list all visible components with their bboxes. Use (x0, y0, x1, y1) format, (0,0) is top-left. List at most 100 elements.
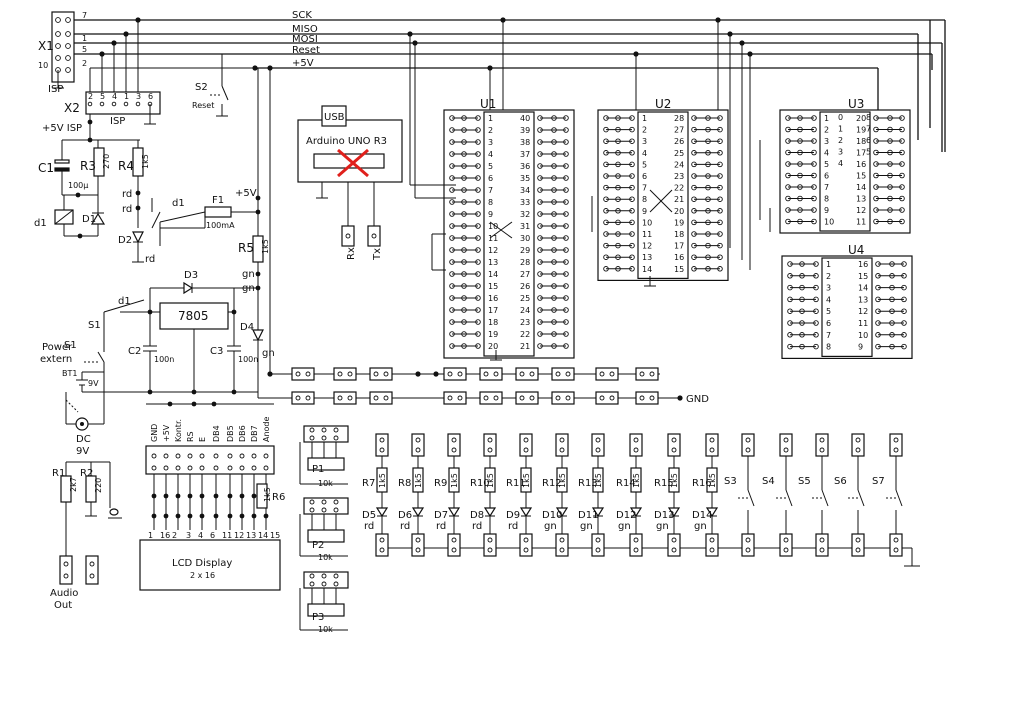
r5-value: 1k5 (261, 239, 270, 254)
lcd-pin (251, 453, 257, 459)
u4-pin-number-left: 3 (826, 284, 831, 293)
u3-pin-number-left: 3 (824, 137, 829, 146)
lcd-top-label: DB7 (250, 425, 259, 442)
gnd-header (595, 391, 619, 405)
u4-pin-number-right: 11 (858, 319, 868, 328)
bus-label-reset: Reset (292, 45, 320, 56)
u3-mid-right-number: 8 (866, 113, 871, 122)
bus-label-5v: +5V (292, 58, 314, 69)
rd-label-1: rd (122, 189, 132, 200)
u2-pin-number-left: 4 (642, 149, 647, 158)
plus5v-pin (493, 371, 499, 377)
f1-label: F1 (212, 195, 224, 206)
r6-body (256, 483, 268, 509)
gnd-pin (383, 395, 389, 401)
led-header-pin (379, 437, 385, 443)
gnd-pin (295, 395, 301, 401)
led-header (629, 433, 643, 457)
lcd-top-label: E (198, 437, 207, 442)
u2-pin-number-left: 3 (642, 137, 647, 146)
led-header-pin (451, 447, 457, 453)
u1-pin-number-left: 3 (488, 138, 493, 147)
u1-pin-number-right: 34 (520, 186, 530, 195)
led-header-pin (487, 437, 493, 443)
d3-label: D3 (184, 270, 198, 281)
gnd-header (515, 391, 539, 405)
junction (167, 401, 173, 407)
lcd-pin (263, 453, 269, 459)
resistor-label: R10 (470, 478, 490, 489)
u1-pin-number-right: 40 (520, 114, 530, 123)
lcd-bottom-pin-number: 3 (186, 531, 191, 540)
u3-mid-left-number: 4 (838, 159, 843, 168)
pot-body (307, 457, 345, 471)
led-bottom-pin (559, 537, 565, 543)
junction (151, 513, 157, 519)
u3-label: U3 (848, 97, 864, 111)
power-extern-section (65, 299, 150, 431)
u1-pin-number-left: 13 (488, 258, 498, 267)
gnd-pin (483, 395, 489, 401)
u3-mid-left-number: 2 (838, 136, 843, 145)
switch-bottom-pin (783, 547, 789, 553)
lcd-pin (163, 465, 169, 471)
s2-label: S2 (195, 82, 208, 93)
u1-pin-number-right: 38 (520, 138, 530, 147)
led-label: D13 (654, 510, 674, 521)
u2-pin-number-left: 9 (642, 207, 647, 216)
plus5v-pin (555, 371, 561, 377)
junction (227, 493, 233, 499)
u1-pin-number-left: 8 (488, 198, 493, 207)
u3-pin-number-right: 15 (856, 172, 866, 181)
u1-pin-number-right: 25 (520, 294, 530, 303)
switch-bottom-pin (855, 547, 861, 553)
out-label: Out (54, 600, 72, 611)
u1-pin-number-right: 21 (520, 342, 530, 351)
u1-pin-number-right: 33 (520, 198, 530, 207)
lcd-bottom-pin-number: 14 (258, 531, 268, 540)
x2-pin-1: 1 (124, 92, 129, 101)
u3-pin-number-left: 5 (824, 160, 829, 169)
switch-bottom-header (779, 533, 793, 557)
lcd-top-label: RS (186, 431, 195, 442)
gnd-header (369, 391, 393, 405)
u2-pin-number-right: 27 (674, 126, 684, 135)
x1-pin-5: 5 (82, 45, 87, 54)
u3-mid-right-number: 6 (866, 136, 871, 145)
led-bottom-pin (595, 547, 601, 553)
switch-header-pin (819, 447, 825, 453)
led-bottom-pin (379, 547, 385, 553)
switch-header-pin (819, 437, 825, 443)
switch-header-pin (855, 447, 861, 453)
led-bottom-pin (451, 537, 457, 543)
u4-pin-number-right: 15 (858, 272, 868, 281)
arduino-cross (337, 148, 369, 178)
lcd-pin (199, 465, 205, 471)
led-label: D5 (362, 510, 376, 521)
led-header (447, 433, 461, 457)
plus5v-pin (383, 371, 389, 377)
switch-header (889, 433, 903, 457)
u1-pin-number-right: 35 (520, 174, 530, 183)
u1-pin-number-left: 10 (488, 222, 498, 231)
u1-pin-number-right: 37 (520, 150, 530, 159)
lcd-pin (213, 465, 219, 471)
led-bottom-pin (523, 547, 529, 553)
led-header-pin (415, 447, 421, 453)
gnd-pin (529, 395, 535, 401)
led-bottom-pin (633, 537, 639, 543)
gnd-pin (347, 395, 353, 401)
gnd-pin (639, 395, 645, 401)
u1-pin-number-left: 6 (488, 174, 493, 183)
r5-d4 (252, 212, 264, 392)
relay-contact-fuse (151, 68, 261, 246)
plus5v-header-row (267, 68, 660, 381)
u2-pin-number-left: 8 (642, 195, 647, 204)
plus5v-pin (483, 371, 489, 377)
u3-mid-right-number: 7 (866, 125, 871, 134)
u4-body (821, 257, 873, 358)
led-header-pin (671, 437, 677, 443)
u3-pin-number-right: 11 (856, 218, 866, 227)
relay-contact-label: d1 (172, 198, 185, 209)
